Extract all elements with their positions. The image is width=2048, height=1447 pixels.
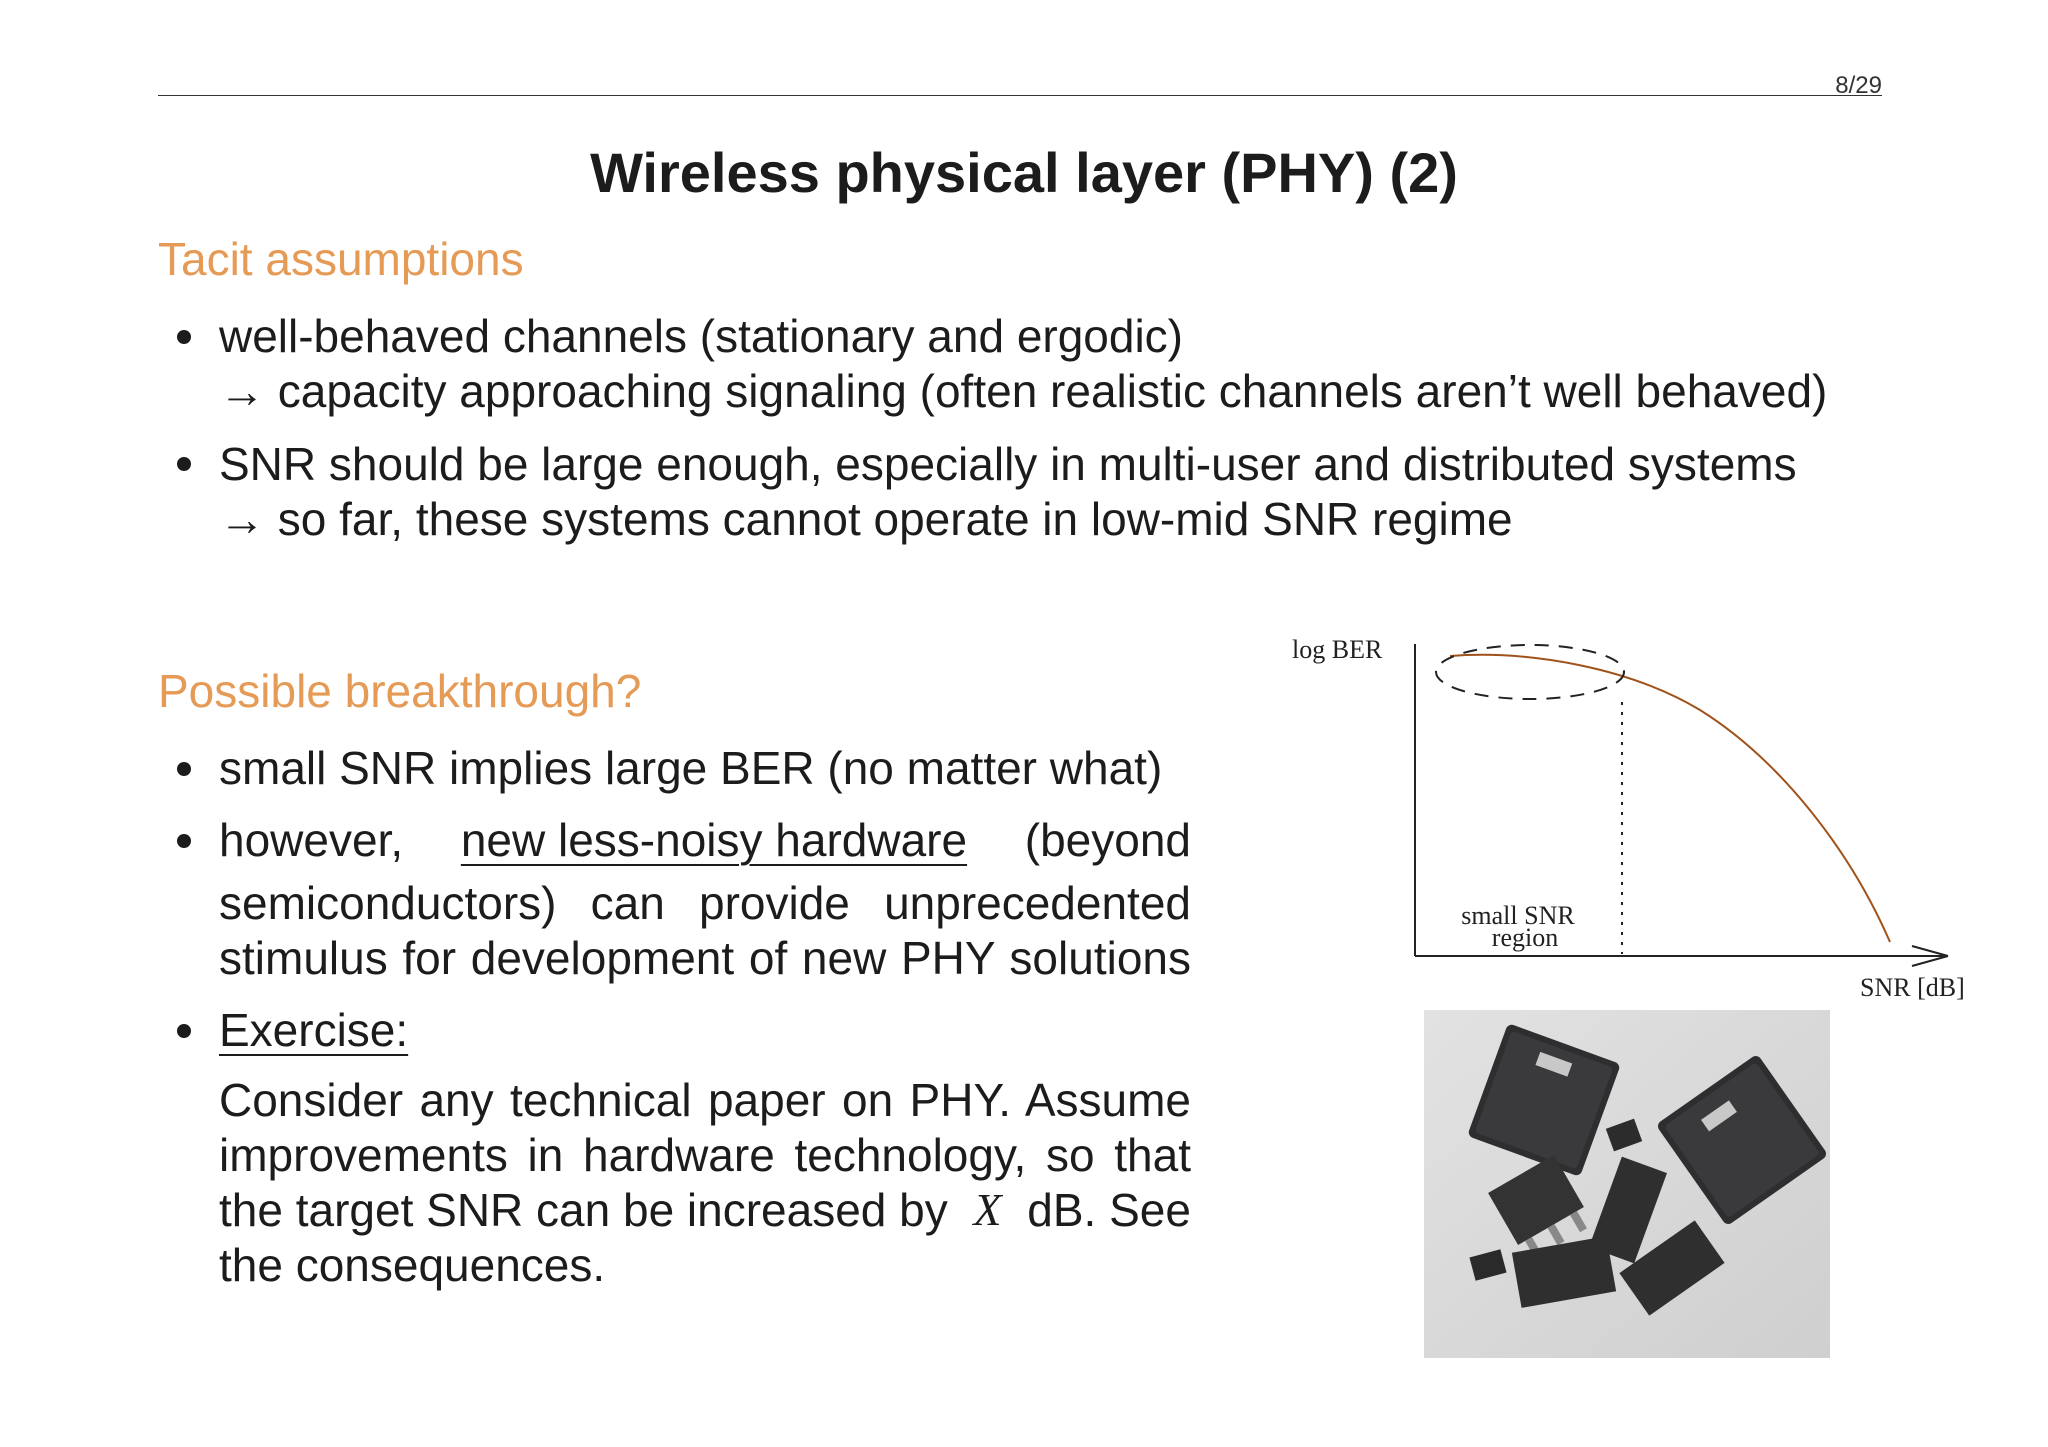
exercise-line3: the target SNR can be increased by X dB.…	[219, 1182, 1191, 1238]
x-axis-label: SNR [dB]	[1860, 973, 1965, 1002]
bullet-1-line2: → capacity approaching signaling (often …	[219, 365, 1828, 417]
chip-plcc-right	[1658, 1056, 1826, 1224]
bullet-hardware-line1: however, new less-noisy hardware (beyond	[219, 812, 1191, 868]
page-number: 8/29	[1835, 72, 1882, 99]
chip-small-left	[1469, 1249, 1507, 1281]
variable-x: X	[973, 1184, 1002, 1235]
bullet-dot	[177, 834, 191, 848]
hardware-post: (beyond	[1024, 814, 1191, 866]
chip-soic-bottom	[1511, 1236, 1617, 1308]
bullet-small-snr: small SNR implies large BER (no matter w…	[219, 742, 1163, 794]
header-rule	[158, 95, 1882, 96]
section-heading-tacit: Tacit assumptions	[158, 233, 524, 285]
ber-snr-figure: log BER SNR [dB] small SNR region	[1292, 635, 1965, 1002]
chip-soic-small	[1605, 1118, 1643, 1152]
hardware-pre: however,	[219, 814, 404, 866]
exercise-line4: the consequences.	[219, 1239, 606, 1291]
exercise-line2: improvements in hardware technology, so …	[219, 1129, 1191, 1181]
bullet-2-line2: → so far, these systems cannot operate i…	[219, 493, 1513, 545]
x-axis-arrow	[1911, 945, 1949, 967]
chips-photo	[1424, 1010, 1830, 1358]
small-snr-ellipse	[1435, 644, 1625, 700]
bullet-dot	[177, 457, 191, 471]
exercise-line1: Consider any technical paper on PHY. Ass…	[219, 1074, 1191, 1126]
exercise-label: Exercise:	[219, 1004, 409, 1056]
exercise-line3-post: dB. See	[1027, 1184, 1191, 1236]
chip-soic-bottom-right	[1619, 1220, 1725, 1316]
bullet-1-line1: well-behaved channels (stationary and er…	[219, 310, 1184, 362]
chip-plcc-left	[1468, 1024, 1620, 1176]
bullet-dot	[177, 1024, 191, 1038]
bullet-2-line1: SNR should be large enough, especially i…	[219, 438, 1797, 490]
bullet-dot	[177, 762, 191, 776]
exercise-line3-pre: the target SNR can be increased by	[219, 1184, 948, 1236]
bullet-hardware-line2: semiconductors) can provide unprecedente…	[219, 877, 1191, 929]
hardware-underlined: new less-noisy hardware	[460, 814, 968, 866]
y-axis-label: log BER	[1292, 635, 1383, 664]
ber-curve	[1449, 653, 1891, 943]
slide-title: Wireless physical layer (PHY) (2)	[590, 141, 1458, 204]
section-heading-breakthrough: Possible breakthrough?	[158, 665, 642, 717]
region-label-line1: small SNR	[1461, 901, 1575, 930]
region-label-line2: region	[1492, 923, 1558, 952]
bullet-dot	[177, 330, 191, 344]
bullet-hardware-line3: stimulus for development of new PHY solu…	[219, 932, 1191, 984]
chip-soic-vertical	[1589, 1156, 1667, 1264]
